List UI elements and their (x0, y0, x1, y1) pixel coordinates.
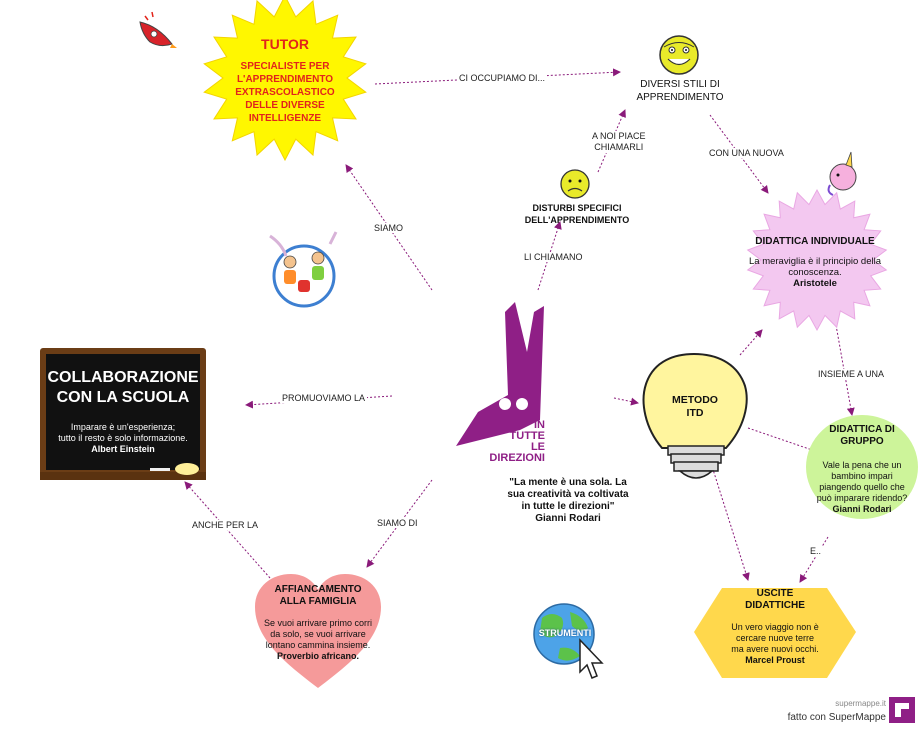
chalkboard-ledge (40, 472, 206, 480)
didattica-gruppo-blob-shape (806, 415, 918, 519)
metodo-node-text: METODO ITD (672, 394, 718, 419)
edge-label-insieme-a-una: INSIEME A UNA (816, 369, 887, 379)
collaborazione-title: COLLABORAZIONE CON LA SCUOLA (47, 369, 199, 406)
strumenti-link[interactable]: STRUMENTI (538, 628, 592, 638)
edge-label-siamo: SIAMO (372, 223, 406, 233)
metodo-bulb-shape (642, 352, 748, 479)
uscite-author: Marcel Proust (745, 655, 805, 665)
edge-label-anche-per-la: ANCHE PER LA (190, 520, 261, 530)
famiglia-author: Proverbio africano. (276, 651, 360, 661)
logo-shape (456, 302, 544, 446)
edge-label-li-chiamano: LI CHIAMANO (522, 252, 585, 262)
smiley-small-icon (560, 169, 590, 199)
famiglia-quote: Se vuoi arrivare primo corri da solo, se… (250, 618, 386, 662)
cursor-icon (579, 638, 604, 679)
didattica-individuale-title: DIDATTICA INDIVIDUALE (755, 236, 875, 247)
logo-text: IN TUTTE LE DIREZIONI (489, 419, 545, 464)
edge-label-con-una-nuova: CON UNA NUOVA (707, 148, 786, 158)
edge-metodo-uscite (709, 459, 750, 581)
children-circle-icon (269, 231, 338, 308)
edge-label-promuoviamo: PROMUOVIAMO LA (280, 393, 368, 403)
famiglia-heart-shape (255, 574, 381, 688)
edge-label-siamo-di: SIAMO DI (375, 518, 420, 528)
didattica-individuale-quote: La meraviglia è il principio della conos… (740, 256, 890, 289)
uscite-quote: Un vero viaggio non è cercare nuove terr… (712, 622, 838, 666)
edge-metodo-didattica-individuale (739, 329, 763, 356)
sponge-eraser (175, 463, 199, 475)
edge-label-a-noi-piace: A NOI PIACE CHIAMARLI (590, 131, 648, 153)
footer-site: supermappe.it (835, 699, 886, 708)
edge-tutor-stili (374, 68, 621, 85)
famiglia-title: AFFIANCAMENTO ALLA FAMIGLIA (274, 584, 362, 607)
edge-center-metodo (613, 397, 639, 406)
chalkboard-surface (46, 354, 200, 470)
globe-icon (533, 603, 595, 665)
disturbi-node-text: DISTURBI SPECIFICI DELL'APPRENDIMENTO (524, 203, 630, 225)
collaborazione-quote: Imparare è un'esperienza; tutto il resto… (46, 422, 200, 455)
didattica-gruppo-title: DIDATTICA DI GRUPPO (829, 424, 895, 447)
edge-famiglia-collaborazione (184, 481, 271, 579)
center-quote: "La mente è una sola. La sua creatività … (483, 477, 653, 525)
chalk-stick (150, 468, 170, 471)
edge-gruppo-uscite (799, 536, 829, 583)
rocket-icon (139, 11, 177, 48)
didattica-individuale-burst-shape (746, 188, 888, 332)
didattica-gruppo-quote: Vale la pena che un bambino impari piang… (806, 460, 918, 515)
center-quote-author: Gianni Rodari (535, 513, 601, 524)
edge-label-ci-occupiamo: CI OCCUPIAMO DI... (457, 73, 548, 83)
didattica-individuale-author: Aristotele (793, 278, 837, 289)
smiley-big-icon (659, 35, 699, 75)
uscite-title: USCITE DIDATTICHE (745, 588, 805, 611)
stili-node-text: DIVERSI STILI DI APPRENDIMENTO (636, 79, 724, 103)
unicorn-icon (827, 151, 857, 196)
edge-metodo-gruppo (747, 427, 819, 454)
supermappe-logo-mark (895, 703, 909, 717)
edge-center-tutor (345, 164, 433, 291)
didattica-gruppo-author: Gianni Rodari (832, 504, 892, 514)
tutor-sun-shape (203, 0, 367, 162)
tutor-title: TUTOR (261, 36, 309, 52)
tutor-text: SPECIALISTE PER L'APPRENDIMENTO EXTRASCO… (235, 61, 335, 124)
supermappe-logo-box (889, 697, 915, 723)
edge-label-e: E.. (808, 546, 824, 556)
footer-made-with: fatto con SuperMappe (787, 712, 886, 723)
uscite-hexagon-shape (694, 588, 856, 678)
collaborazione-author: Albert Einstein (91, 444, 155, 454)
